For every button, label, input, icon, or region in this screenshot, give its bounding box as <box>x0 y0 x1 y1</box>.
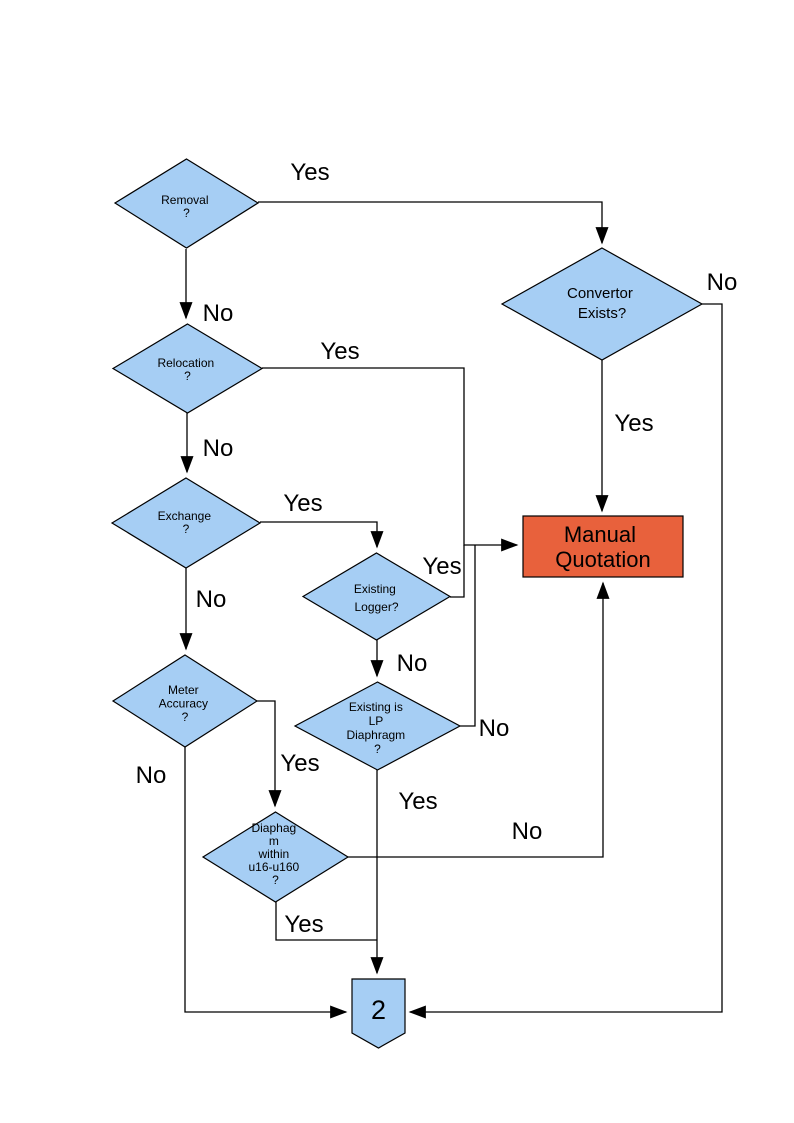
edge-label-relocation-no: No <box>203 435 234 462</box>
nodes: Removal ? Convertor Exists? Relocation ? <box>110 158 704 1049</box>
node-convertor-exists: Convertor Exists? <box>500 247 704 361</box>
edge-range-no <box>348 581 610 858</box>
edge-exchange-yes <box>260 521 384 549</box>
node-existing-logger-shape <box>301 552 452 641</box>
edge-logger-yes <box>450 545 465 598</box>
node-exchange-label: Exchange ? <box>158 509 215 536</box>
node-existing-logger-label: Existing Logger? <box>354 582 399 614</box>
node-removal-label: Removal ? <box>161 193 212 220</box>
node-meter-accuracy: Meter Accuracy ? <box>111 654 259 748</box>
node-relocation-label: Relocation ? <box>157 356 217 383</box>
edge-label-removal-yes: Yes <box>290 159 329 186</box>
node-convertor-exists-shape <box>500 247 704 361</box>
edge-label-exchange-yes: Yes <box>283 490 322 517</box>
node-relocation: Relocation ? <box>111 323 264 414</box>
node-removal-shape <box>113 158 260 249</box>
edge-removal-yes <box>258 201 609 245</box>
node-relocation-shape <box>111 323 264 414</box>
edge-meter-yes <box>257 700 282 808</box>
node-diaphragm-range-label: Diaphag m within u16-u160 ? <box>248 821 302 887</box>
edge-meter-no <box>184 747 348 1019</box>
edge-label-range-yes: Yes <box>284 911 323 938</box>
edge-label-meter-no: No <box>136 762 167 789</box>
edge-labels: Yes No No Yes Yes No Yes No Yes No No Ye… <box>136 159 738 938</box>
node-existing-lp-diaphragm-label: Existing is LP Diaphragm ? <box>346 700 408 756</box>
node-manual-quotation-shape <box>522 515 684 578</box>
node-diaphragm-range-shape <box>201 811 350 903</box>
edge-label-meter-yes: Yes <box>280 750 319 777</box>
edge-label-exchange-no: No <box>196 586 227 613</box>
node-manual-quotation: Manual Quotation <box>522 515 684 578</box>
edge-label-logger-no: No <box>397 650 428 677</box>
edge-label-lp-yes: Yes <box>398 788 437 815</box>
edge-label-range-no: No <box>512 818 543 845</box>
node-meter-accuracy-label: Meter Accuracy ? <box>159 683 212 724</box>
node-existing-lp-diaphragm-shape <box>293 681 462 771</box>
node-existing-lp-diaphragm: Existing is LP Diaphragm ? <box>293 681 462 771</box>
node-removal: Removal ? <box>113 158 260 249</box>
edge-range-yes <box>275 902 377 941</box>
node-offpage-connector-2-shape <box>351 978 406 1049</box>
node-exchange-shape <box>110 477 262 569</box>
node-exchange: Exchange ? <box>110 477 262 569</box>
edge-label-convertor-yes: Yes <box>614 410 653 437</box>
node-manual-quotation-label: Manual Quotation <box>555 522 650 572</box>
edge-label-logger-yes: Yes <box>422 553 461 580</box>
edge-lp-no <box>460 545 476 727</box>
edge-label-relocation-yes: Yes <box>320 338 359 365</box>
edge-label-lp-no: No <box>479 715 510 742</box>
edge-label-removal-no: No <box>203 300 234 327</box>
node-offpage-connector-2-label: 2 <box>371 995 386 1025</box>
node-diaphragm-range: Diaphag m within u16-u160 ? <box>201 811 350 903</box>
edge-label-convertor-no: No <box>707 269 738 296</box>
edge-convertor-no <box>408 303 723 1019</box>
node-convertor-exists-label: Convertor Exists? <box>567 285 637 322</box>
node-existing-logger: Existing Logger? <box>301 552 452 641</box>
node-offpage-connector-2: 2 <box>351 978 406 1049</box>
edge-relocation-yes <box>262 367 519 552</box>
edges <box>179 201 723 1019</box>
node-meter-accuracy-shape <box>111 654 259 748</box>
